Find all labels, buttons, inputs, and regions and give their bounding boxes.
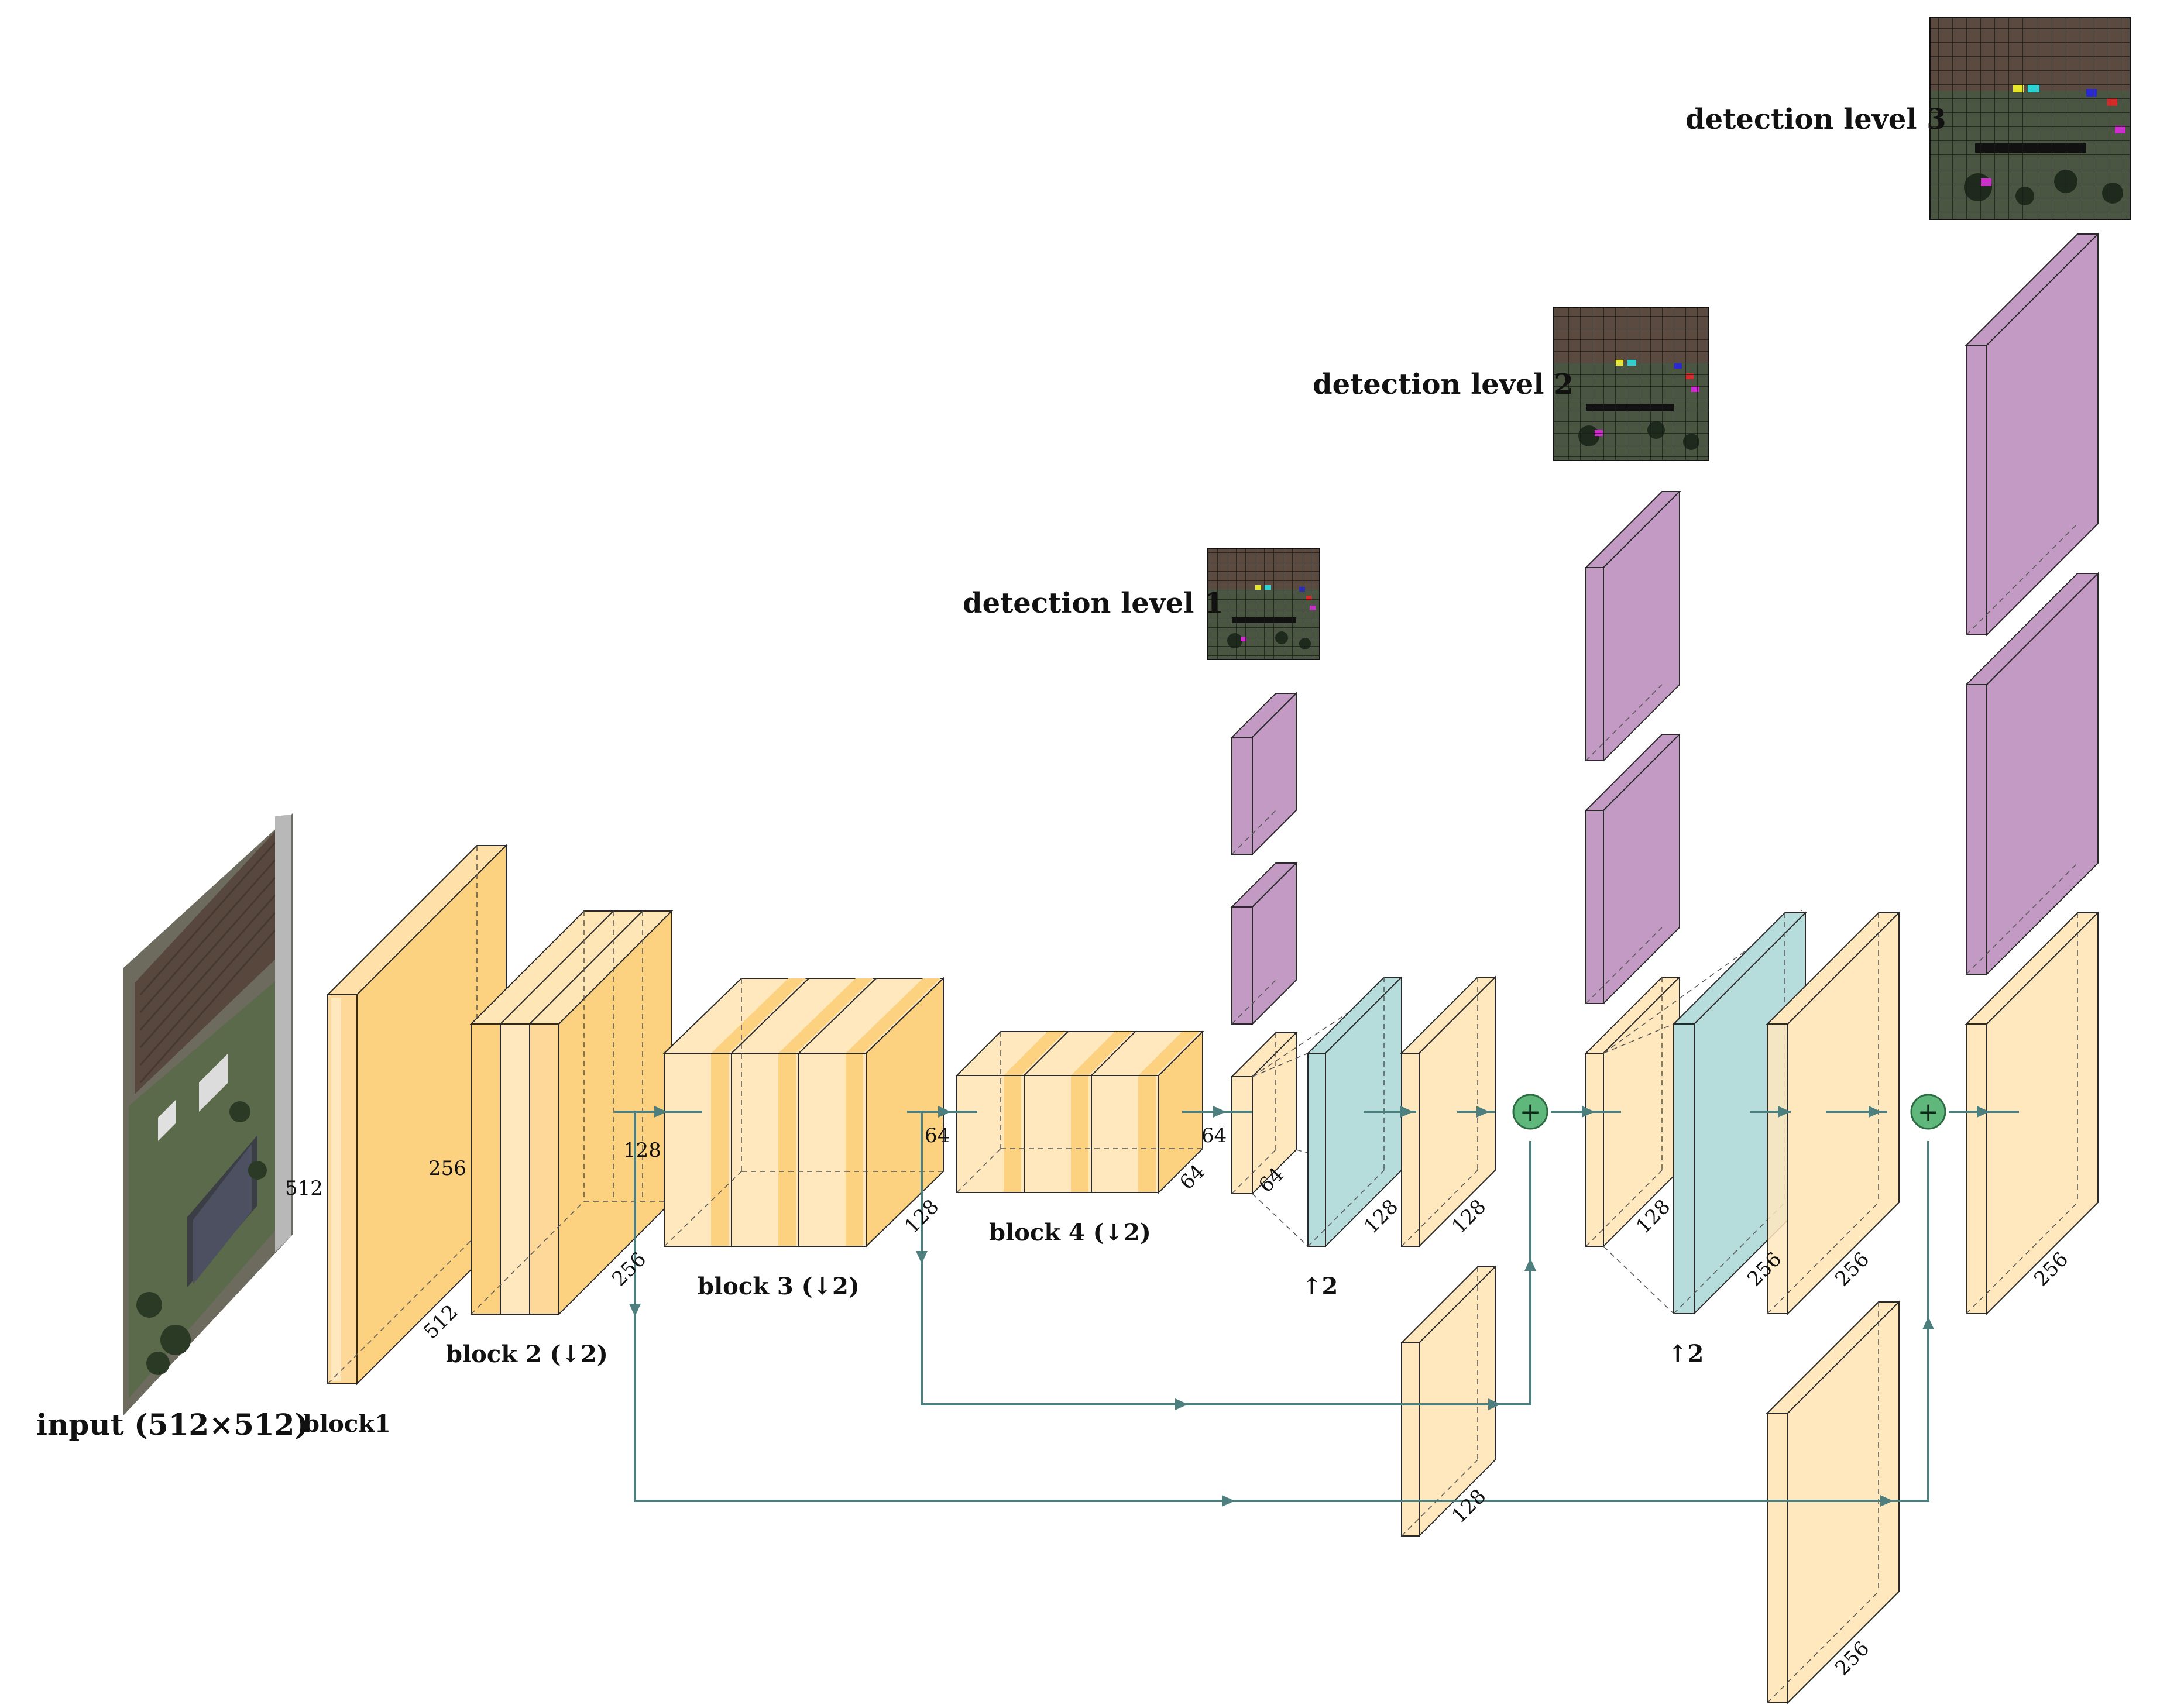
level2-lateral-feature-map — [1400, 1265, 1497, 1538]
input-aerial-image — [123, 813, 293, 1416]
label-detection-level-3: detection level 3 — [1685, 103, 1946, 136]
level1-detection-head-1 — [1230, 861, 1298, 1026]
block4-feature-maps — [955, 1030, 1204, 1194]
dim-block4-height: 64 — [925, 1124, 950, 1147]
label-block3: block 3 (↓2) — [698, 1273, 860, 1300]
connections — [614, 1106, 2019, 1507]
label-input: input (512×512) — [36, 1407, 308, 1442]
label-detection-level-2: detection level 2 — [1313, 368, 1574, 401]
upsample2-projection — [1603, 909, 1803, 1314]
level2-detection-head-1 — [1584, 733, 1681, 1005]
dim-level1-height: 64 — [1201, 1124, 1227, 1147]
adder-level3-symbol: + — [1918, 1097, 1939, 1127]
detection-thumbnail-level1 — [1207, 548, 1320, 660]
dim-block3-height: 128 — [623, 1139, 661, 1162]
label-block4: block 4 (↓2) — [989, 1219, 1151, 1246]
detection-thumbnail-level2 — [1553, 307, 1709, 461]
label-upsample-2: ↑2 — [1668, 1340, 1704, 1367]
dim-block2-height: 256 — [428, 1157, 466, 1180]
level3-merged-feature-map — [1766, 911, 1901, 1315]
block3-feature-maps — [662, 977, 945, 1248]
detection-thumbnail-level3 — [1929, 17, 2131, 220]
level3-detection-head-2 — [1965, 232, 2100, 637]
label-block1: block1 — [303, 1410, 391, 1438]
level2-feature-map — [1584, 975, 1681, 1248]
level3-lateral-feature-map — [1766, 1300, 1901, 1704]
adder-level2: + — [1512, 1094, 1548, 1130]
label-upsample-1: ↑2 — [1302, 1273, 1338, 1300]
level1-small-feature-map — [1230, 1031, 1298, 1195]
level1-detection-head-2 — [1230, 692, 1298, 856]
block1-feature-map — [326, 844, 508, 1386]
dim-block1-height: 512 — [285, 1177, 323, 1200]
label-block2: block 2 (↓2) — [446, 1341, 608, 1368]
adder-level2-symbol: + — [1520, 1097, 1541, 1127]
label-detection-level-1: detection level 1 — [963, 587, 1224, 620]
level3-detection-head-1 — [1965, 572, 2100, 976]
level3-feature-map — [1965, 911, 2100, 1315]
level2-detection-head-2 — [1584, 490, 1681, 762]
adder-level3: + — [1910, 1094, 1946, 1130]
